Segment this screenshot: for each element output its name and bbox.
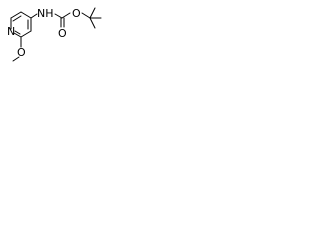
ester-oxygen-label: O: [72, 7, 81, 20]
bond-quaternary-c-methyl-bottom: [89, 17, 96, 29]
bond-quaternary-c-methyl-top: [89, 7, 96, 19]
ring-bond-c2-n1: [13, 32, 22, 38]
amide-nh-label: NH: [37, 7, 54, 20]
ring-nitrogen-label: N: [7, 25, 15, 38]
tert-butyl-group: [81, 7, 102, 29]
carbonyl-oxygen-label: O: [58, 27, 67, 40]
carbamate-linker: [30, 12, 71, 28]
bond-nh-carbonyl-c: [54, 13, 63, 19]
chemical-structure-diagram: N O NH O O: [7, 7, 102, 62]
ring-bond-c2-n1-inner: [14, 30, 21, 35]
ring-bond-c3-c2: [20, 30, 32, 38]
ring-bond-c6-c5: [10, 11, 22, 19]
bond-ester-o-quaternary-c: [81, 12, 91, 19]
ring-bond-c6-c5-inner: [12, 15, 22, 22]
bond-c4-nh: [30, 13, 38, 19]
methoxy-group: [12, 36, 22, 62]
ring-bond-c5-c4: [20, 11, 32, 19]
pyridine-ring: [10, 11, 32, 38]
bond-o-ch3: [12, 56, 20, 62]
bond-carbonyl-c-ester-o: [61, 12, 71, 19]
methoxy-oxygen-label: O: [17, 46, 26, 59]
